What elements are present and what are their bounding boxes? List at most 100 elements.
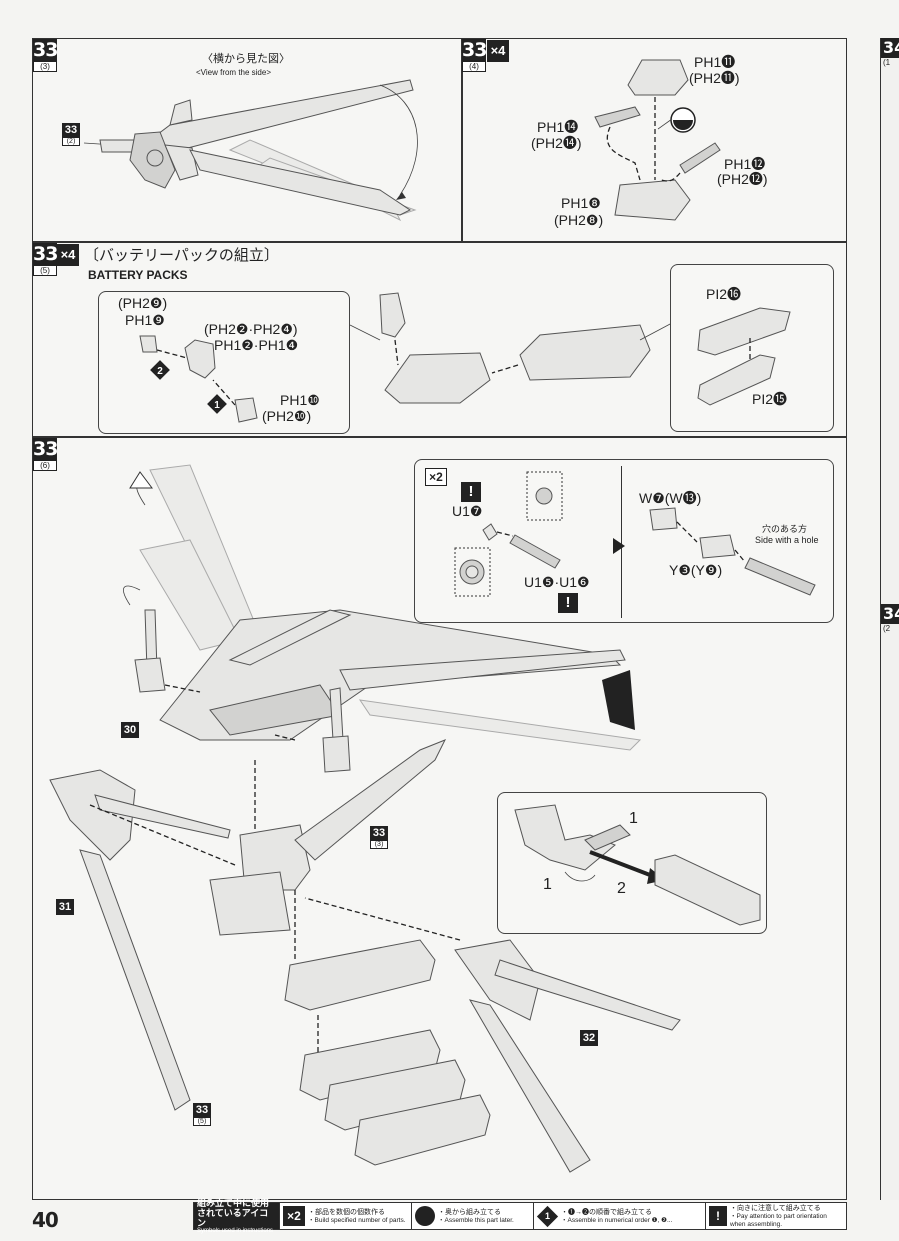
step-number: 33	[33, 39, 58, 61]
next-step-stub-b: 34	[881, 604, 899, 624]
numerical-order-icon: 1	[536, 1205, 559, 1227]
ref-step-33-3: 33 (3)	[370, 826, 388, 849]
label-w7: W❼(W⓭)	[639, 490, 702, 506]
label-ph1-9: PH1❾	[125, 312, 165, 328]
battery-pack-illustration	[349, 292, 673, 404]
x2-badge: ×2	[425, 468, 447, 486]
page-number: 40	[32, 1208, 59, 1232]
legend-text-jp: ・奥から組み立てる	[438, 1208, 501, 1216]
order-1-marker: 1	[214, 400, 220, 411]
step-33-6-tag: 33 (6)	[33, 438, 58, 471]
divider-row2	[32, 436, 847, 438]
order-marker-2: 2	[617, 880, 626, 897]
part-30-tag: 30	[121, 722, 139, 738]
next-step-stub-a: 34	[881, 38, 899, 58]
orientation-warning-icon-2: !	[558, 593, 578, 613]
label-ph2-11: (PH2⓫)	[689, 70, 740, 86]
label-u1-5-6: U1❺·U1❻	[524, 574, 590, 590]
multiply-icon: ×2	[283, 1206, 305, 1226]
next-step-sub-b: (2	[883, 624, 891, 633]
ref-sub: (3)	[370, 840, 388, 849]
ref-sub: (5)	[193, 1117, 211, 1126]
step-sub: (6)	[33, 460, 57, 471]
legend-text-en: ・Pay attention to part orientation when …	[730, 1212, 827, 1228]
bubble-divider	[621, 466, 622, 618]
ref-number: 33	[370, 826, 388, 840]
ph-parts-illustration	[594, 59, 721, 221]
legend-text-en: ・Build specified number of parts.	[308, 1216, 406, 1224]
legend-text-jp: ・部品を数個の個数作る	[308, 1208, 385, 1216]
legend-heading: 組み立て中に使用されているアイコン Symbols used in instru…	[194, 1198, 280, 1234]
label-pi2-16: PI2⓰	[706, 286, 742, 302]
view-label-en: <View from the side>	[196, 68, 272, 77]
multiplier-badge: ×4	[487, 40, 509, 62]
section-title-en: BATTERY PACKS	[88, 268, 188, 282]
legend-text-en: ・Assemble this part later.	[438, 1216, 514, 1224]
legend-text-jp: ・向きに注意して組み立てる	[730, 1204, 821, 1212]
hole-label-jp: 穴のある方	[762, 524, 808, 534]
step-sub: (3)	[33, 61, 57, 72]
step-sub: (4)	[462, 61, 486, 72]
battery-insert-detail-illustration	[514, 804, 761, 926]
ref-step-33-2: 33 (2)	[62, 123, 80, 146]
label-ph1-11: PH1⓫	[694, 54, 736, 70]
ref-number: 33	[193, 1103, 211, 1117]
legend-heading-jp: 組み立て中に使用されているアイコン	[197, 1197, 270, 1228]
multiplier-badge: ×4	[57, 244, 79, 266]
ref-step-33-5: 33 (5)	[193, 1103, 211, 1126]
main-assembly-illustration	[49, 464, 681, 1173]
legend-text-jp: ・❶→❷の順番で組み立てる	[561, 1208, 652, 1216]
legend-text-en: ・Assemble in numerical order ❶, ❷...	[561, 1216, 673, 1224]
part-31-tag: 31	[56, 899, 74, 915]
divider-row1	[32, 241, 847, 243]
step-number: 33	[462, 39, 487, 61]
step-33-4-tag: 33 (4)	[462, 39, 487, 72]
legend-item-orientation: ! ・向きに注意して組み立てる ・Pay attention to part o…	[706, 1203, 846, 1229]
label-u1-7: U1❼	[452, 503, 483, 519]
hole-label-en: Side with a hole	[755, 535, 819, 545]
bubble-ph-assembly	[98, 291, 350, 434]
divider-col1	[461, 38, 463, 242]
symbol-legend: 組み立て中に使用されているアイコン Symbols used in instru…	[193, 1198, 847, 1234]
step-number: 33	[33, 438, 58, 460]
order-marker-1a: 1	[629, 810, 638, 827]
step-33-5-tag: 33 (5)	[33, 243, 58, 276]
ref-sub: (2)	[62, 137, 80, 146]
pi-parts-illustration	[697, 307, 791, 406]
label-ph1-14: PH1⓮	[537, 119, 579, 135]
part-32-tag: 32	[580, 1030, 598, 1046]
label-ph2-12: (PH2⓬)	[717, 171, 768, 187]
label-ph2-10: (PH2❿)	[262, 408, 312, 424]
next-page-edge: 34 (1 34 (2	[880, 38, 899, 1200]
legend-heading-en: Symbols used in instructions	[197, 1227, 274, 1234]
ref-number: 33	[62, 123, 80, 137]
numerical-order-number: 1	[544, 1210, 551, 1221]
side-view-illustration	[83, 79, 418, 222]
step-33-3-tag: 33 (3)	[33, 39, 58, 72]
label-ph2-8: (PH2❽)	[554, 212, 604, 228]
connector-detail-illustration	[454, 471, 816, 597]
label-ph2-2-4: (PH2❷·PH2❹)	[204, 321, 298, 337]
ph-subassembly-illustration: 2 1	[139, 335, 258, 423]
order-marker-1b: 1	[543, 876, 552, 893]
legend-item-order: 1 ・❶→❷の順番で組み立てる ・Assemble in numerical o…	[534, 1203, 706, 1229]
assemble-later-icon	[415, 1206, 435, 1226]
next-step-sub-a: (1	[883, 58, 891, 67]
order-2-marker: 2	[157, 366, 163, 377]
step-sub: (5)	[33, 265, 57, 276]
legend-item-later: ・奥から組み立てる ・Assemble this part later.	[412, 1203, 534, 1229]
label-pi2-15: PI2⓯	[752, 391, 788, 407]
legend-item-multiple: ×2 ・部品を数個の個数作る ・Build specified number o…	[280, 1203, 412, 1229]
label-ph2-14: (PH2⓮)	[531, 135, 582, 151]
label-y3: Y❸(Y❾)	[669, 562, 723, 578]
step-number: 33	[33, 243, 58, 265]
bubble-pi-assembly	[670, 264, 834, 432]
orientation-warning-icon: !	[461, 482, 481, 502]
label-ph1-2-4: PH1❷·PH1❹	[214, 337, 299, 353]
label-ph1-10: PH1❿	[280, 392, 320, 408]
exclamation-icon: !	[709, 1206, 727, 1226]
label-ph2-9: (PH2❾)	[118, 295, 168, 311]
view-label-jp: 〈横から見た図〉	[202, 53, 290, 65]
section-title-jp: 〔バッテリーパックの組立〕	[84, 247, 279, 264]
